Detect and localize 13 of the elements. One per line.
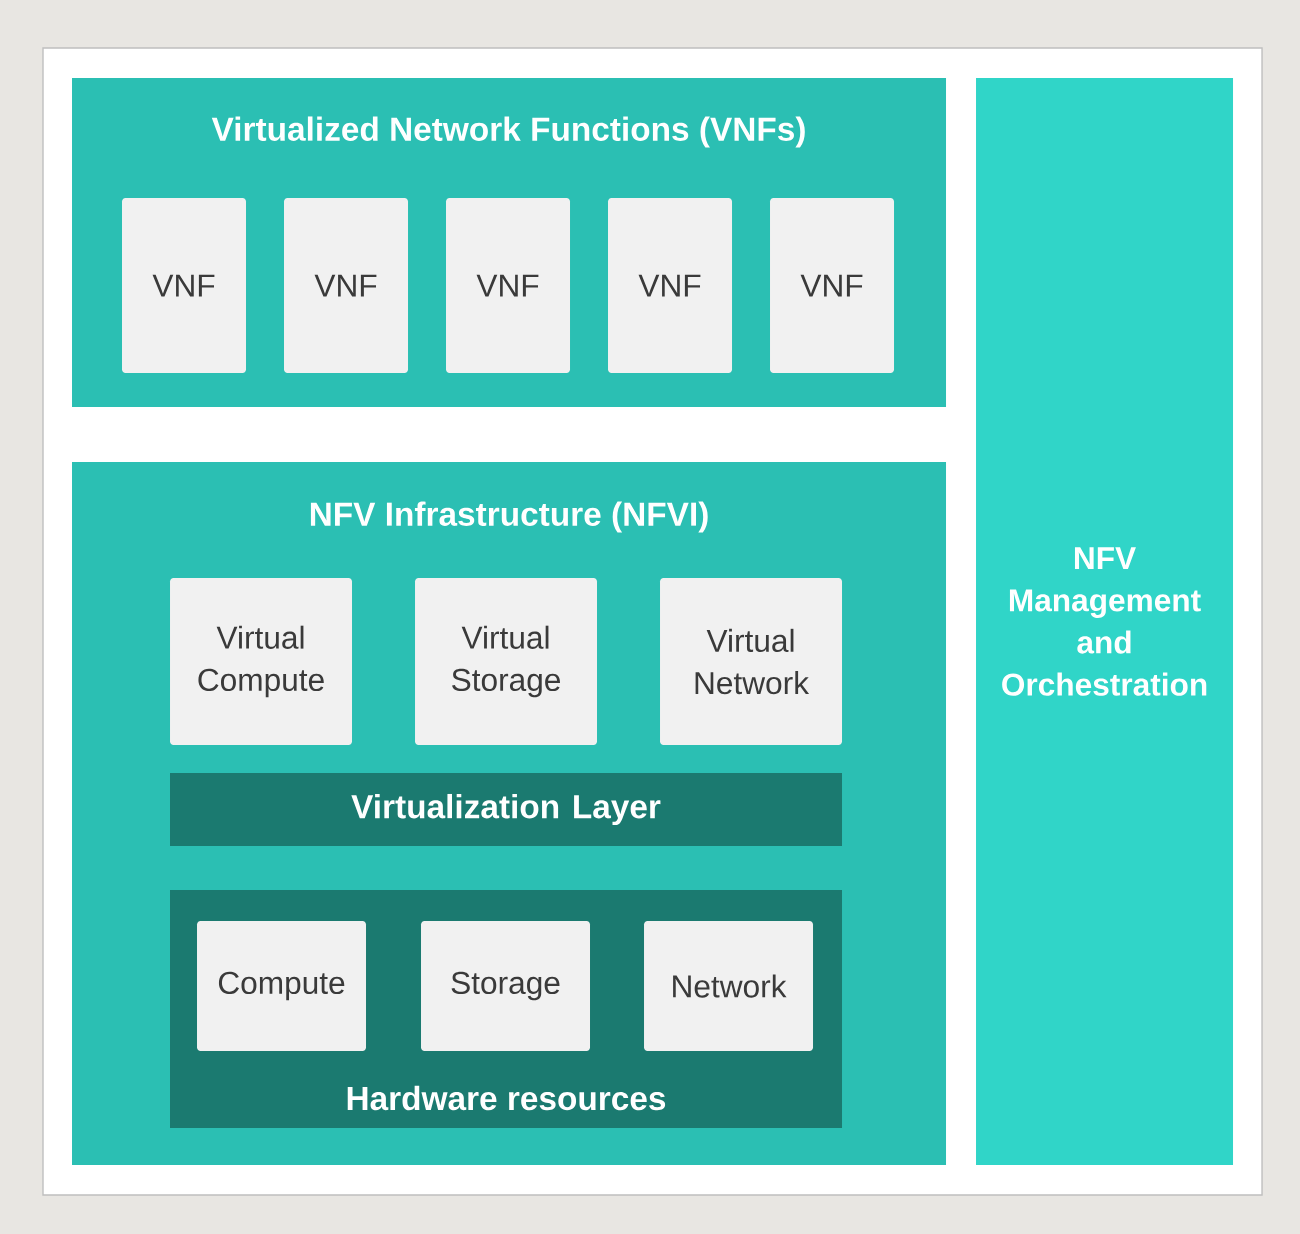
component-box: Storage [421,921,590,1052]
layer-bar: Virtualization Layer [170,773,842,847]
component-box: Network [644,921,813,1052]
component-box: Virtual Network [660,578,842,745]
component-box: Virtual Compute [170,578,352,745]
component-box: VNF [284,198,408,373]
component-box: VNF [608,198,732,373]
component-box: VNF [770,198,894,373]
component-box: VNF [122,198,246,373]
component-box: Virtual Storage [415,578,597,745]
management-panel: NFV Management and Orchestration [976,78,1233,1166]
component-box: VNF [446,198,570,373]
component-box: Compute [197,921,366,1052]
